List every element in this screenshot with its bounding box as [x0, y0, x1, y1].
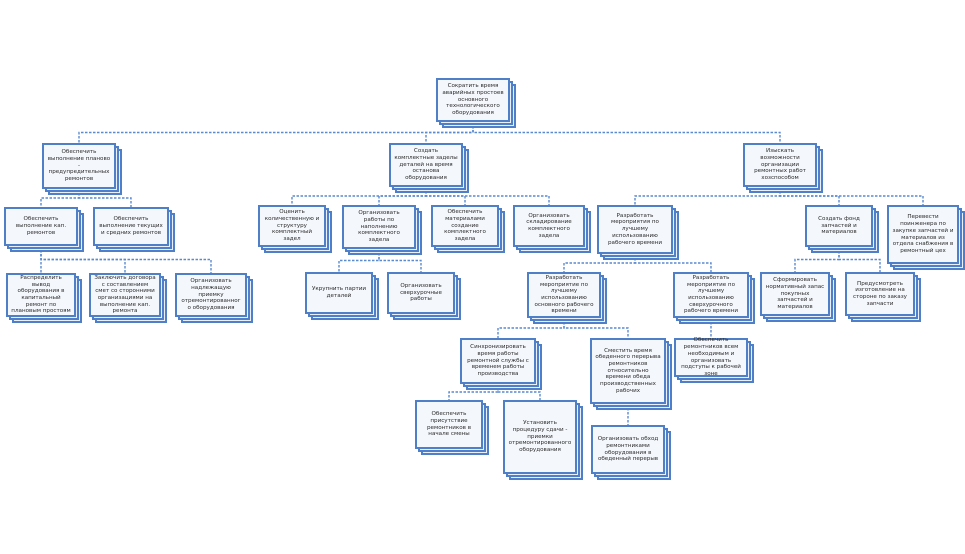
- node-label: Укрупнить партии деталей: [311, 286, 367, 299]
- node-box: Организовать обход ремонтниками оборудов…: [591, 425, 665, 474]
- node-label: Разработать мероприятие по лучшему испол…: [684, 274, 738, 315]
- node-box: Сформировать нормативный запас покупных …: [760, 272, 830, 316]
- tree-node-c: Изыскать возможности организации ремонтн…: [743, 143, 823, 193]
- tree-node-c121: Обеспечить ремонтников всем необходимым …: [674, 337, 754, 383]
- tree-node-root: Сократить время аварийных простоев основ…: [436, 78, 516, 128]
- node-label: Организовать надлежащую приемку отремонт…: [181, 278, 241, 312]
- node-label: Разработать мероприятие по лучшему испол…: [534, 274, 594, 315]
- node-box: Разработать мероприятия по лучшему испол…: [597, 205, 673, 254]
- connector-a1-a13: [40, 246, 212, 273]
- node-box: Организовать сверхурочные работы: [387, 272, 455, 314]
- tree-node-c1112: Установить процедуру сдачи - приемки отр…: [503, 400, 583, 480]
- tree-node-c1121: Организовать обход ремонтниками оборудов…: [591, 425, 671, 480]
- node-label: Обеспечить выполнение текущих и средних …: [99, 216, 163, 236]
- node-box: Изыскать возможности организации ремонтн…: [743, 143, 817, 187]
- tree-node-b3: Обеспечить материалами создание комплект…: [431, 205, 505, 253]
- node-box: Разработать мероприятие по лучшему испол…: [527, 272, 601, 318]
- node-box: Обеспечить выполнение планово - предупре…: [42, 143, 116, 189]
- node-box: Укрупнить партии деталей: [305, 272, 373, 314]
- node-box: Установить процедуру сдачи - приемки отр…: [503, 400, 577, 474]
- node-box: Заключить договора с составлением смет с…: [89, 273, 161, 317]
- tree-node-b4: Организовать складирование комплектного …: [513, 205, 591, 253]
- tree-node-b21: Укрупнить партии деталей: [305, 272, 379, 320]
- tree-node-c2: Создать фонд запчастей и материалов: [805, 205, 879, 253]
- node-label: Заключить договора с составлением смет с…: [94, 274, 156, 315]
- connector-a1-a12: [40, 246, 126, 273]
- node-label: Оценить количественную и структуру компл…: [264, 209, 320, 243]
- node-box: Оценить количественную и структуру компл…: [258, 205, 326, 247]
- node-label: Обеспечить ремонтников всем необходимым …: [681, 337, 741, 377]
- node-box: Синхронизировать время работы ремонтной …: [460, 338, 536, 384]
- tree-node-b2: Организовать работы по наполнению компле…: [342, 205, 422, 255]
- node-label: Создать фонд запчастей и материалов: [818, 215, 860, 236]
- node-label: Изыскать возможности организации ремонтн…: [754, 148, 806, 182]
- tree-node-b1: Оценить количественную и структуру компл…: [258, 205, 332, 253]
- node-box: Разработать мероприятие по лучшему испол…: [673, 272, 749, 318]
- node-label: Разработать мероприятия по лучшему испол…: [608, 212, 662, 246]
- node-label: Сформировать нормативный запас покупных …: [765, 277, 825, 311]
- tree-node-c111: Синхронизировать время работы ремонтной …: [460, 338, 542, 390]
- node-label: Распределить вывод оборудования в капита…: [11, 274, 71, 315]
- connector-root-c: [472, 122, 781, 143]
- node-label: Предусмотреть изготовление на стороне по…: [853, 280, 907, 307]
- node-label: Обеспечить материалами создание комплект…: [444, 209, 486, 243]
- node-label: Перевести поинженера по закупке запчасте…: [892, 214, 954, 254]
- node-label: Сместить время обеденного перерыва ремон…: [595, 347, 661, 394]
- tree-node-b: Создать комплектные заделы деталей на вр…: [389, 143, 469, 193]
- node-label: Установить процедуру сдачи - приемки отр…: [508, 420, 572, 454]
- tree-node-a1: Обеспечить выполнение кап. ремонтов: [4, 207, 84, 252]
- tree-node-a2: Обеспечить выполнение текущих и средних …: [93, 207, 175, 252]
- tree-node-c11: Разработать мероприятие по лучшему испол…: [527, 272, 607, 324]
- node-box: Обеспечить выполнение кап. ремонтов: [4, 207, 78, 246]
- tree-node-c1111: Обеспечить присутствие ремонтников в нач…: [415, 400, 489, 455]
- node-box: Распределить вывод оборудования в капита…: [6, 273, 76, 317]
- node-box: Сместить время обеденного перерыва ремон…: [590, 338, 666, 404]
- node-label: Сократить время аварийных простоев основ…: [442, 83, 504, 117]
- node-box: Обеспечить выполнение текущих и средних …: [93, 207, 169, 246]
- node-label: Обеспечить выполнение кап. ремонтов: [15, 216, 67, 236]
- tree-node-c112: Сместить время обеденного перерыва ремон…: [590, 338, 672, 410]
- node-box: Организовать надлежащую приемку отремонт…: [175, 273, 247, 317]
- tree-node-c21: Сформировать нормативный запас покупных …: [760, 272, 836, 322]
- node-box: Организовать работы по наполнению компле…: [342, 205, 416, 249]
- tree-node-a11: Распределить вывод оборудования в капита…: [6, 273, 82, 323]
- tree-node-c3: Перевести поинженера по закупке запчасте…: [887, 205, 965, 270]
- connector-root-a: [78, 122, 474, 143]
- tree-node-a: Обеспечить выполнение планово - предупре…: [42, 143, 122, 195]
- tree-node-c12: Разработать мероприятие по лучшему испол…: [673, 272, 755, 324]
- node-label: Синхронизировать время работы ремонтной …: [467, 344, 529, 378]
- tree-node-c1: Разработать мероприятия по лучшему испол…: [597, 205, 679, 260]
- tree-node-a12: Заключить договора с составлением смет с…: [89, 273, 167, 323]
- node-label: Создать комплектные заделы деталей на вр…: [394, 148, 458, 182]
- node-label: Организовать работы по наполнению компле…: [358, 210, 400, 244]
- node-label: Организовать сверхурочные работы: [400, 282, 442, 303]
- node-label: Организовать обход ремонтниками оборудов…: [597, 436, 659, 463]
- node-label: Обеспечить присутствие ремонтников в нач…: [426, 411, 471, 438]
- connector-c2-c22: [838, 247, 881, 272]
- node-label: Обеспечить выполнение планово - предупре…: [47, 149, 111, 183]
- tree-node-c22: Предусмотреть изготовление на стороне по…: [845, 272, 921, 322]
- node-box: Создать комплектные заделы деталей на вр…: [389, 143, 463, 187]
- node-box: Организовать складирование комплектного …: [513, 205, 585, 247]
- node-box: Обеспечить материалами создание комплект…: [431, 205, 499, 247]
- node-box: Предусмотреть изготовление на стороне по…: [845, 272, 915, 316]
- node-box: Обеспечить ремонтников всем необходимым …: [674, 337, 748, 377]
- node-box: Сократить время аварийных простоев основ…: [436, 78, 510, 122]
- tree-node-b22: Организовать сверхурочные работы: [387, 272, 461, 320]
- node-box: Обеспечить присутствие ремонтников в нач…: [415, 400, 483, 449]
- node-box: Перевести поинженера по закупке запчасте…: [887, 205, 959, 264]
- tree-node-a13: Организовать надлежащую приемку отремонт…: [175, 273, 253, 323]
- node-box: Создать фонд запчастей и материалов: [805, 205, 873, 247]
- node-label: Организовать складирование комплектного …: [526, 212, 572, 239]
